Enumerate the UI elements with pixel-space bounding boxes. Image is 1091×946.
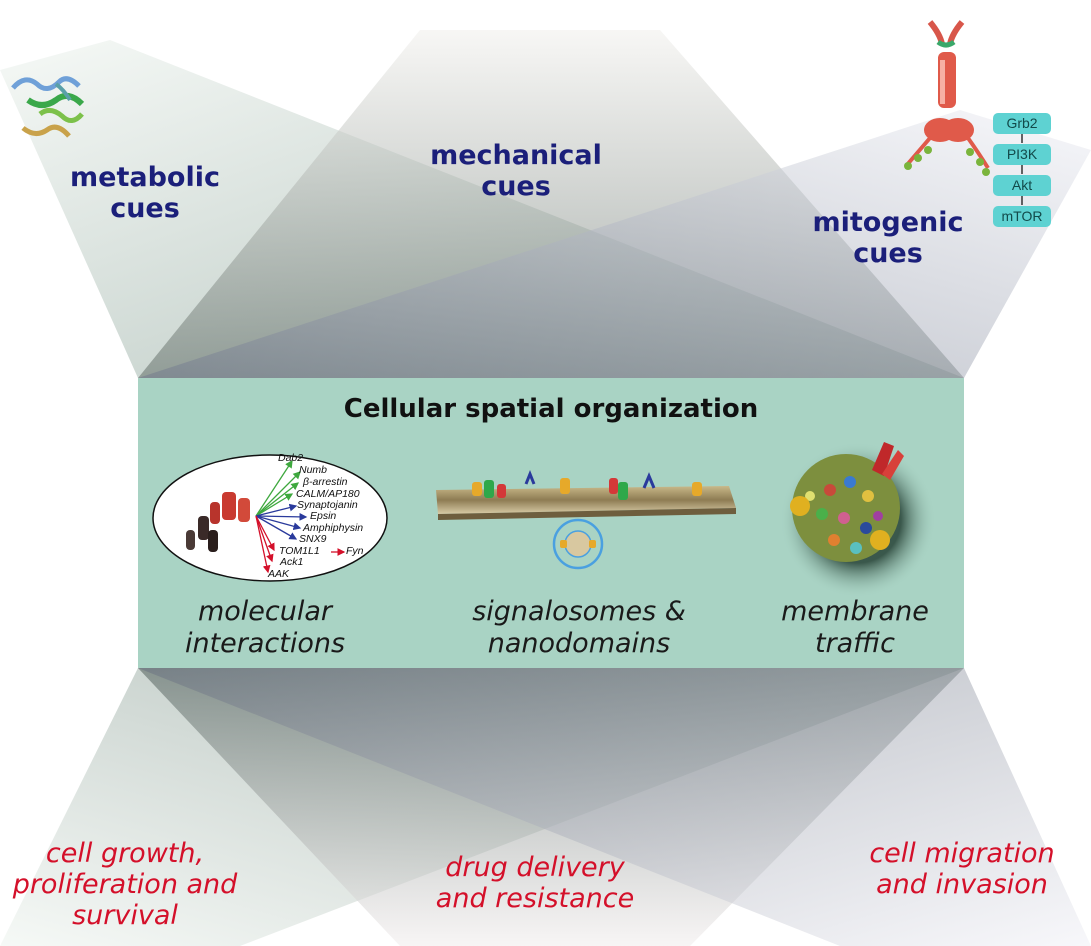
partner-numb: Numb (299, 464, 328, 476)
section-label-membrane-traffic: membrane traffic (762, 596, 948, 660)
pathway-box-grb2: Grb2 (993, 113, 1051, 134)
outcome-cell-migration: cell migration and invasion (852, 838, 1072, 900)
section-label-line2: nanodomains (487, 628, 671, 659)
partner-aak: AAK (268, 568, 290, 580)
section-label-molecular-interactions: molecular interactions (160, 596, 370, 660)
partner-beta-arrestin: β-arrestin (303, 476, 348, 488)
pathway-box-mtor: mTOR (993, 206, 1051, 227)
mitogenic-cues-label: mitogenic cues (798, 207, 978, 269)
partner-snx9: SNX9 (299, 533, 327, 545)
outcome-drug-delivery: drug delivery and resistance (420, 852, 650, 914)
outcome-growth-line3: survival (72, 900, 178, 931)
partner-tom1l1: TOM1L1 (279, 545, 320, 557)
funnel-migration (138, 668, 1091, 946)
section-label-line1: membrane (781, 596, 929, 627)
pathway-box-pi3k: PI3K (993, 144, 1051, 165)
input-funnels (0, 30, 1091, 378)
traffic-vesicle (780, 442, 936, 598)
clathrin-vesicle (552, 518, 604, 570)
mitogenic-cues-line1: mitogenic (812, 207, 964, 238)
partner-dab2: Dab2 (278, 452, 304, 464)
pathway-box-akt: Akt (993, 175, 1051, 196)
partner-synaptojanin: Synaptojanin (297, 499, 358, 511)
mitogenic-cues-line2: cues (853, 238, 923, 269)
partner-amphiphysin: Amphiphysin (303, 522, 364, 534)
adaptor-protein-structure (186, 492, 250, 552)
interaction-arrows (255, 459, 346, 574)
section-label-line2: interactions (184, 628, 346, 659)
outcome-migration-line2: and invasion (876, 869, 1048, 900)
metabolic-cues-line2: cues (110, 193, 180, 224)
outcome-growth-line1: cell growth, (45, 838, 205, 869)
interaction-ellipse (152, 454, 388, 582)
outcome-migration-line1: cell migration (869, 838, 1055, 869)
partner-calm-ap180: CALM/AP180 (296, 488, 360, 500)
partner-ack1: Ack1 (280, 556, 304, 568)
outcome-growth-line2: proliferation and (12, 869, 238, 900)
output-funnels (0, 668, 1091, 946)
funnel-mitogenic (138, 110, 1091, 378)
mechanical-cues-line1: mechanical (430, 140, 602, 171)
section-label-line2: traffic (814, 628, 896, 659)
section-label-signalosomes: signalosomes & nanodomains (448, 596, 710, 660)
metabolic-cues-label: metabolic cues (60, 162, 230, 224)
protein-structure-icon (11, 76, 85, 138)
mechanical-cues-label: mechanical cues (416, 140, 616, 202)
partner-epsin: Epsin (310, 510, 337, 522)
outcome-drug-line1: drug delivery (445, 852, 625, 883)
partner-fyn: Fyn (346, 545, 364, 557)
interaction-network (152, 454, 388, 582)
outcome-cell-growth: cell growth, proliferation and survival (0, 838, 250, 931)
section-label-line1: signalosomes & (472, 596, 686, 627)
membrane-proteins (472, 469, 702, 500)
mechanical-cues-line2: cues (481, 171, 551, 202)
receptor-icon (904, 20, 990, 176)
membrane-nanodomains (436, 469, 736, 570)
section-label-line1: molecular (197, 596, 333, 627)
outcome-drug-line2: and resistance (435, 883, 635, 914)
metabolic-cues-line1: metabolic (70, 162, 220, 193)
panel-title: Cellular spatial organization (343, 394, 759, 424)
